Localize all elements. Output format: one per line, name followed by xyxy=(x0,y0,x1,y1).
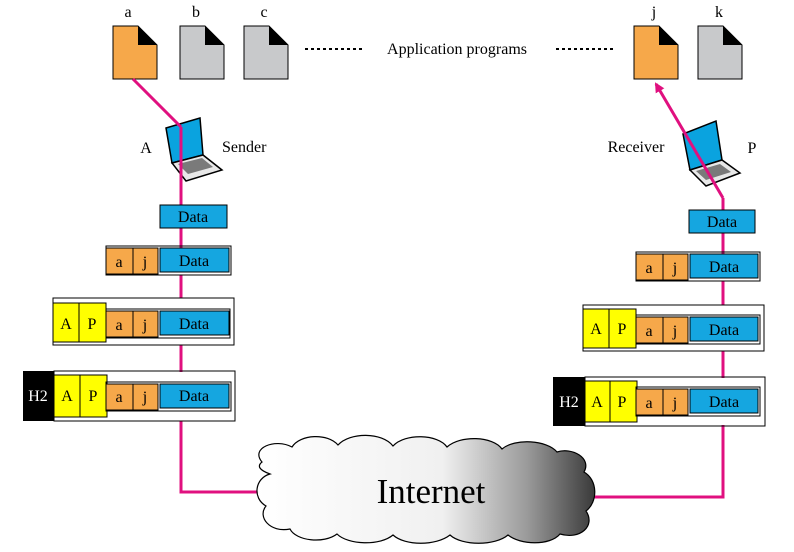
sender-seg-data: Data xyxy=(179,253,209,270)
receiver-path xyxy=(588,82,725,499)
receiver-transport-segment xyxy=(635,251,761,282)
receiver-network-datagram xyxy=(582,304,765,352)
program-label-k: k xyxy=(715,4,723,21)
sender-dg-ip-src: A xyxy=(60,316,72,333)
receiver-dg-ip-src: A xyxy=(590,321,602,338)
sender-frame-link: H2 xyxy=(28,388,48,405)
sender-frame-ip-src: A xyxy=(61,388,73,405)
receiver-data-text: Data xyxy=(707,214,737,231)
program-doc-c xyxy=(243,25,289,80)
sender-frame-data: Data xyxy=(179,388,209,405)
sender-dg-ip-dst: P xyxy=(88,316,97,333)
sender-frame-port-src: a xyxy=(115,389,122,406)
receiver-seg-data: Data xyxy=(709,259,739,276)
sender-dg-port-src: a xyxy=(115,317,122,334)
receiver-frame-port-dst: j xyxy=(672,395,677,412)
receiver-dg-data: Data xyxy=(709,322,739,339)
receiver-frame-link: H2 xyxy=(559,394,579,411)
program-label-j: j xyxy=(651,4,656,21)
sender-frame-ip-dst: P xyxy=(89,388,98,405)
program-label-c: c xyxy=(260,4,267,21)
receiver-dg-port-src: a xyxy=(645,323,652,340)
sender-data-box xyxy=(159,204,228,229)
sender-path xyxy=(131,77,268,497)
receiver-seg-port-dst: j xyxy=(672,260,677,277)
program-label-a: a xyxy=(124,4,131,21)
program-doc-a xyxy=(112,25,158,80)
sender-link-frame xyxy=(23,370,236,422)
application-programs-caption: Application programs xyxy=(387,41,527,58)
sender-dg-port-dst: j xyxy=(142,317,147,334)
internet-cloud xyxy=(256,434,596,544)
receiver-link-frame xyxy=(553,376,766,427)
program-doc-b xyxy=(179,25,225,80)
program-doc-k xyxy=(697,25,743,80)
receiver-frame-ip-src: A xyxy=(591,394,603,411)
sender-frame-port-dst: j xyxy=(142,389,147,406)
sender-data-text: Data xyxy=(178,209,208,226)
sender-network-datagram xyxy=(52,297,235,346)
receiver-seg-port-src: a xyxy=(645,260,652,277)
sender-laptop-icon xyxy=(165,117,224,182)
sender-seg-port-src: a xyxy=(115,254,122,271)
program-label-b: b xyxy=(192,4,200,21)
receiver-role-label: Receiver xyxy=(608,139,666,156)
receiver-host-label: P xyxy=(748,140,757,157)
receiver-frame-port-src: a xyxy=(645,395,652,412)
receiver-dg-port-dst: j xyxy=(672,323,677,340)
sender-role-label: Sender xyxy=(222,139,267,156)
receiver-frame-data: Data xyxy=(709,394,739,411)
sender-dg-data: Data xyxy=(179,316,209,333)
receiver-laptop-icon xyxy=(682,119,742,187)
sender-seg-port-dst: j xyxy=(142,254,147,271)
sender-host-label: A xyxy=(140,140,152,157)
receiver-frame-ip-dst: P xyxy=(618,394,627,411)
internet-label: Internet xyxy=(377,472,486,511)
receiver-dg-ip-dst: P xyxy=(618,321,627,338)
receiver-data-box xyxy=(688,209,756,234)
program-doc-j xyxy=(633,25,679,80)
sender-transport-segment xyxy=(105,245,232,276)
